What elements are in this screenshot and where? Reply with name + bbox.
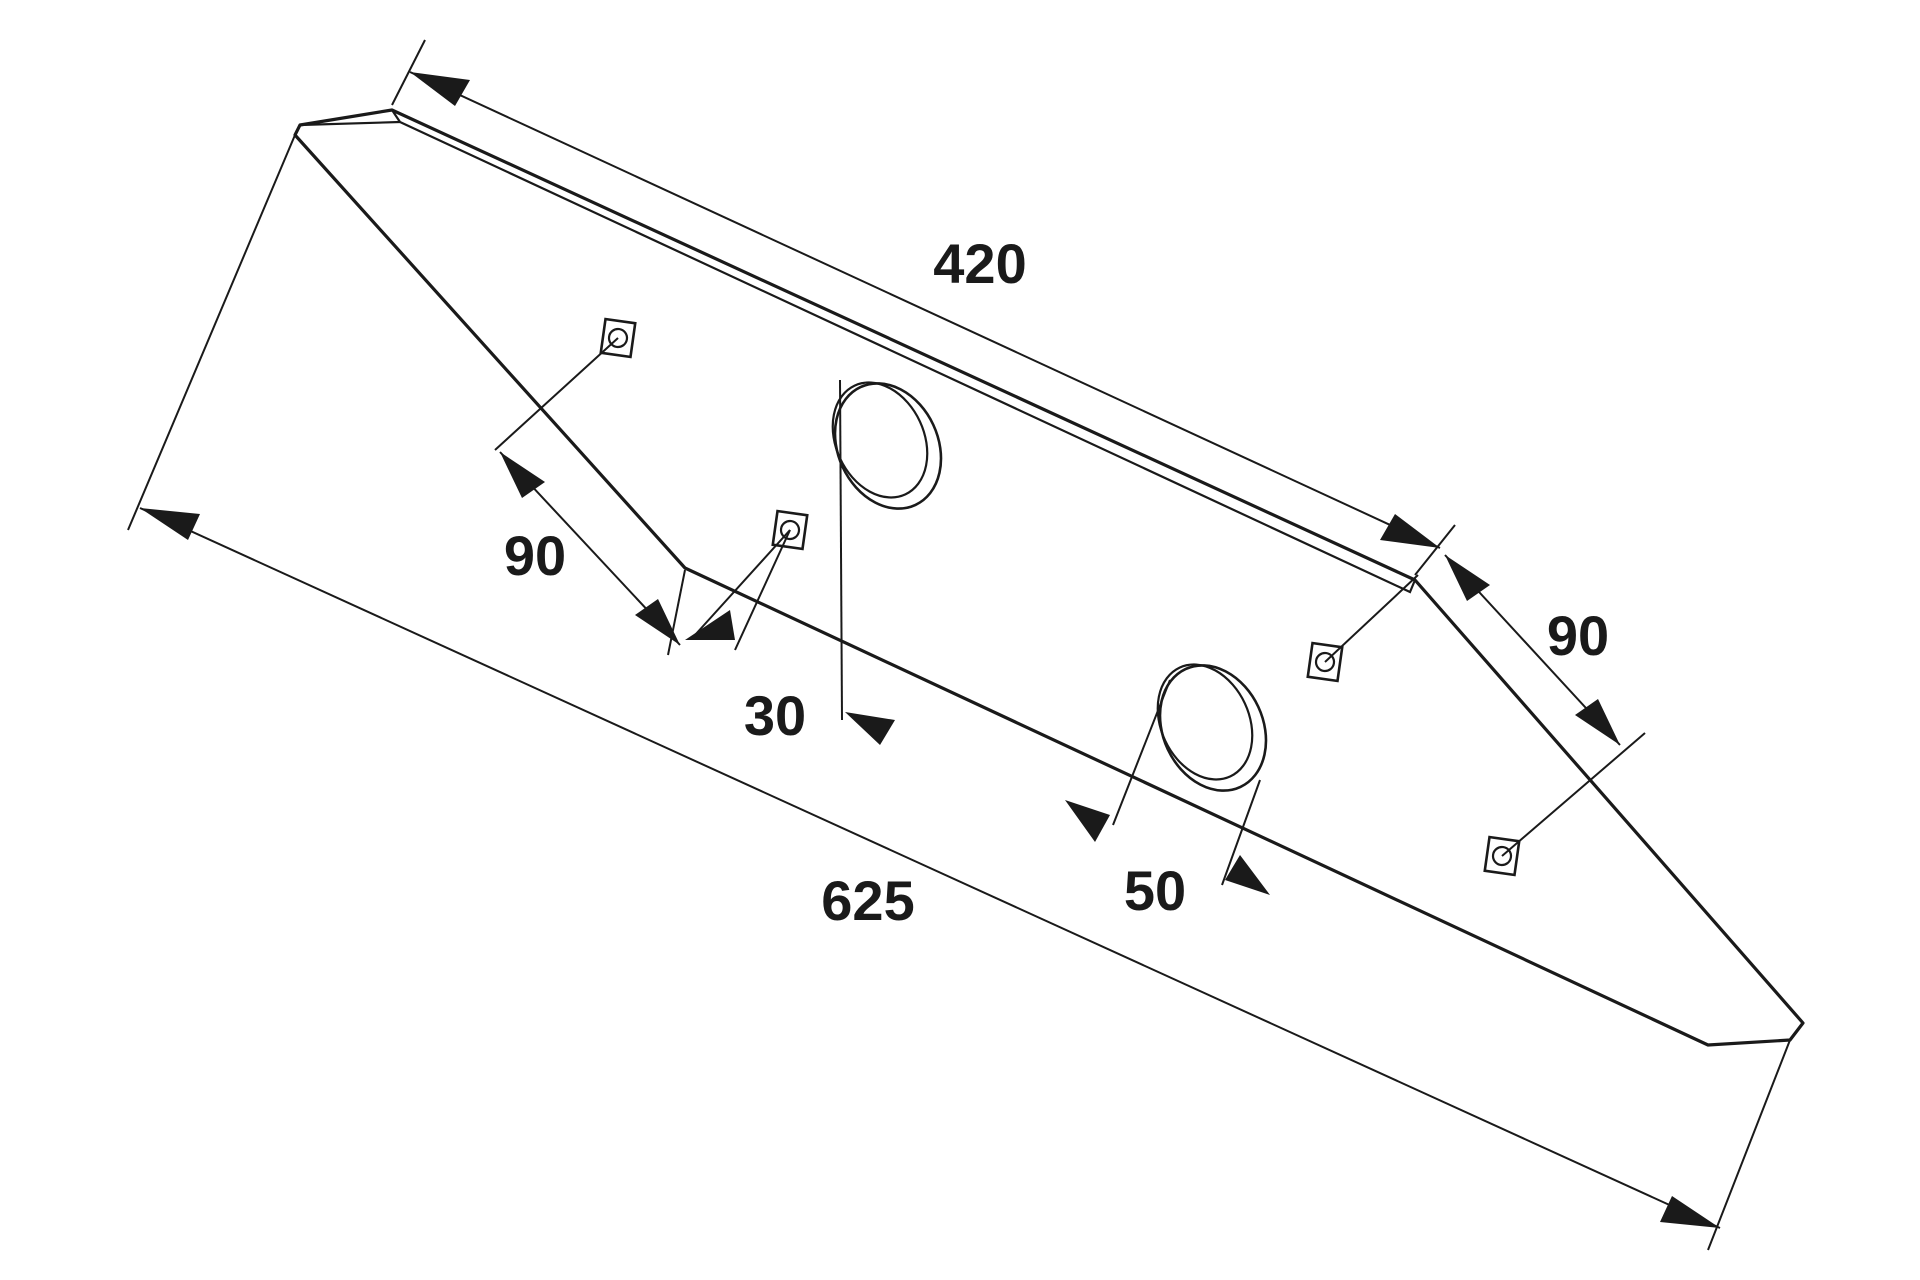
dimension-420: 420 — [391, 39, 1456, 576]
blade-left-tip-line — [299, 120, 401, 127]
round-hole-icon — [1156, 663, 1268, 792]
dimension-30: 30 — [685, 379, 895, 747]
dimension-90-left: 90 — [494, 337, 686, 656]
dimension-label-90-left: 90 — [504, 524, 566, 587]
dimension-label-90-right: 90 — [1547, 604, 1609, 667]
dimension-label-420: 420 — [933, 232, 1026, 295]
dimension-625: 625 — [127, 134, 1791, 1251]
dimension-label-625: 625 — [821, 869, 914, 932]
dimension-90-right: 90 — [1324, 554, 1646, 857]
dimension-label-50: 50 — [1124, 859, 1186, 922]
blade-top-bevel-line — [391, 109, 1417, 594]
dimension-50: 50 — [1065, 679, 1270, 922]
dimension-label-30: 30 — [744, 684, 806, 747]
